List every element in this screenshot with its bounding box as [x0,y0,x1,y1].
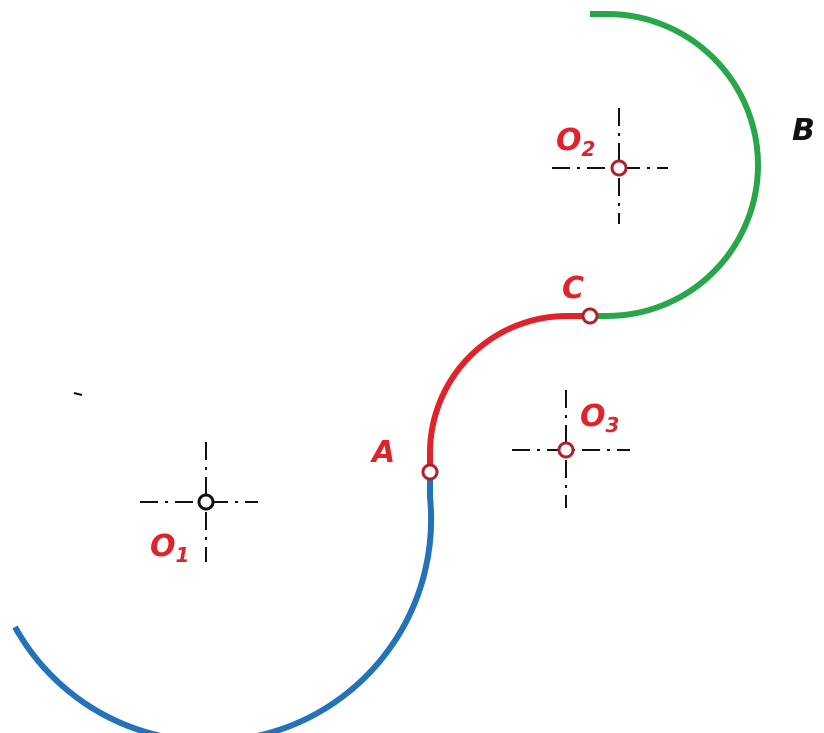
center-o2-point [610,159,628,177]
label-b: B [792,113,815,148]
label-o3-letter: O [580,399,606,434]
label-a: A [370,435,395,470]
arc-o1-blue [12,472,435,733]
stray-tick [73,392,83,396]
label-o2-letter: O [556,123,582,158]
center-mark-o1 [140,442,258,562]
label-o1: O1 [150,529,189,567]
center-o3-point [557,441,575,459]
label-o2-subscript: 2 [582,137,596,161]
label-o1-letter: O [150,529,176,564]
label-o2: O2 [556,123,595,161]
center-mark-o2 [552,108,668,224]
label-o3: O3 [580,399,619,437]
point-a [421,463,439,481]
center-mark-o3 [512,390,630,508]
label-o1-subscript: 1 [176,543,190,567]
label-o3-subscript: 3 [606,413,620,437]
label-c: C [562,271,584,306]
center-o1-point [197,493,215,511]
point-c [581,307,599,325]
arc-o3-red [427,312,590,472]
arc-o2-green [590,11,761,319]
